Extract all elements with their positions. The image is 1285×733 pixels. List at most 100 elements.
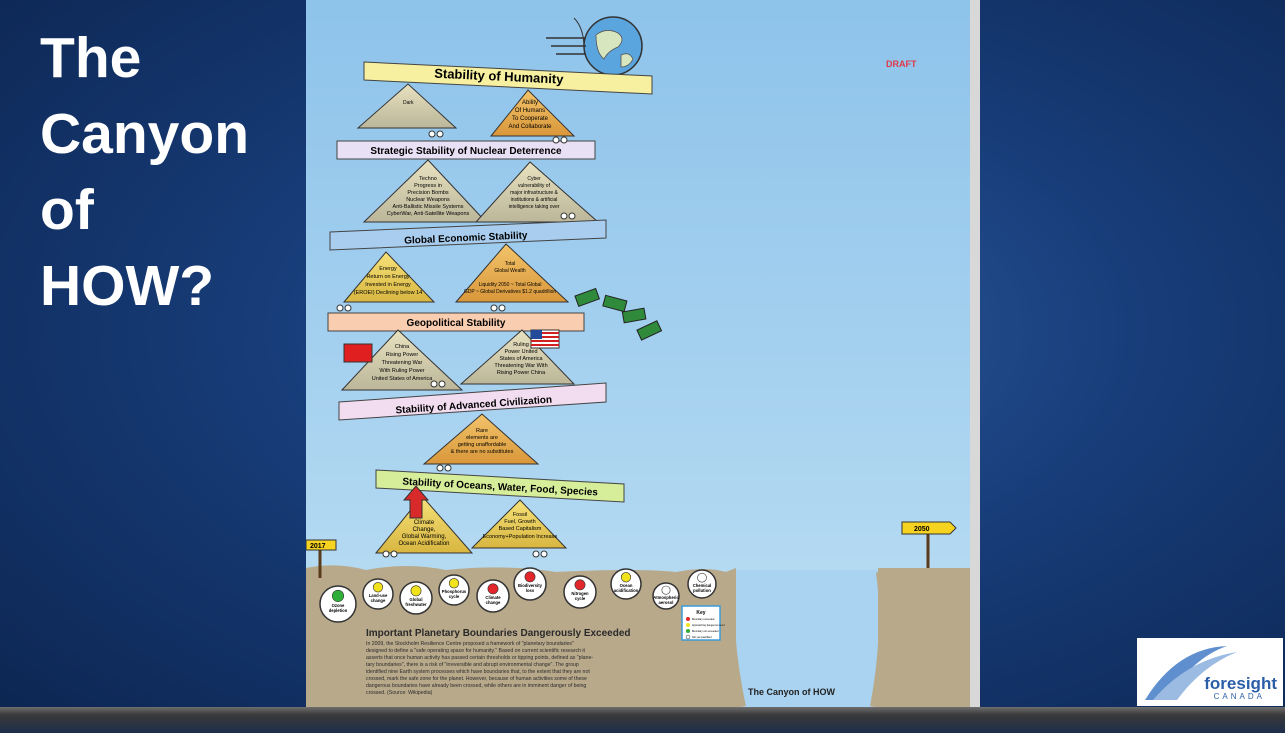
svg-text:crossed, mark the safe zone fo: crossed, mark the safe zone for the plan… (366, 676, 587, 682)
pyramid-techno-progress (362, 159, 488, 223)
band-geopolitical-stability: Geopolitical Stability (327, 312, 585, 332)
pyramid-label: Anti-Ballistic Missile Systems (393, 204, 464, 210)
pyramid-energy-return (342, 251, 436, 303)
pyramid-label: institutions & artificial (511, 197, 558, 203)
poster-caption: The Canyon of HOW (748, 687, 835, 697)
pyramid-label: To Cooperate (512, 116, 549, 122)
pyramid-label: major infrastructure & (510, 190, 558, 196)
signpost-2050: 2050 (901, 521, 957, 568)
pyramid-label: getting unaffordable (458, 442, 507, 448)
slide-title: The Canyon of HOW? (40, 26, 250, 318)
pyramid-label: Ruling (513, 342, 529, 348)
boundary-label: Ocean (620, 583, 633, 588)
svg-text:identified nine Earth system p: identified nine Earth system processes w… (366, 669, 590, 675)
boundary-label: Chemical (693, 583, 712, 588)
boundary-label: Climate (485, 595, 501, 600)
boundary-label: Atmospheric (653, 595, 679, 600)
status-key: Key Boundary exceeded Approaching danger… (681, 605, 725, 641)
svg-text:Approaching dangerous level: Approaching dangerous level (692, 624, 725, 627)
foresight-logo: foresight CANADA (1137, 638, 1283, 706)
logo-name: foresight (1204, 674, 1277, 693)
pyramid-label: Ocean Acidification (398, 541, 449, 547)
svg-text:Global Economic Stability: Global Economic Stability (404, 230, 528, 246)
canyon-floor (736, 570, 878, 707)
pyramid-label: Total (505, 261, 516, 267)
band-nuclear-deterrence: Strategic Stability of Nuclear Deterrenc… (336, 140, 596, 160)
svg-text:Stability of Humanity: Stability of Humanity (434, 66, 565, 87)
boundary-label: cycle (449, 594, 460, 599)
pyramid-label: Progress in (414, 183, 442, 189)
svg-text:Boundary not exceeded: Boundary not exceeded (692, 630, 719, 633)
svg-text:asserts that once human activi: asserts that once human activity has pas… (366, 655, 593, 661)
pyramid-label: Invested in Energy (365, 282, 411, 288)
pyramid-label: Based Capitalism (499, 526, 542, 532)
boundary-label: aerosol (659, 600, 674, 605)
boundary-label: Biodiversity (518, 583, 543, 588)
boundary-label: change (371, 598, 386, 603)
pyramid-label: Rising Power China (497, 370, 546, 376)
pyramid-climate-change (374, 495, 474, 554)
pyramid-label: Energy (379, 266, 397, 272)
svg-text:2017: 2017 (310, 543, 326, 550)
pyramid-label: Power United (504, 349, 537, 355)
pyramid-rare-elements (422, 413, 540, 465)
pyramid-label: States of America (499, 356, 543, 362)
pyramid-label: Change, (413, 527, 436, 533)
pyramid-label: (EROEI) Declining below 14 (354, 290, 422, 296)
boundary-label: Land-use (369, 593, 388, 598)
boundary-label: depletion (329, 608, 348, 613)
svg-text:In 2009, the Stockholm Resilie: In 2009, the Stockholm Resilience Centre… (366, 641, 574, 647)
pyramid-label: GDP ~ Global Derivatives $1.2 quadrillio… (464, 289, 557, 295)
boundary-label: change (486, 600, 501, 605)
svg-text:designed to define a "safe ope: designed to define a "safe operating spa… (366, 648, 586, 654)
pyramid-label: Threatening War (382, 360, 423, 366)
pyramid-cyber-vulnerability (474, 161, 600, 223)
pyramid-label: Rare (476, 428, 488, 434)
svg-text:tary boundaries", there is a r: tary boundaries", there is a risk of "ir… (366, 662, 579, 668)
warming-arrow-icon (402, 485, 430, 519)
boundary-label: Phosphorus (442, 589, 467, 594)
logo-sub: CANADA (1213, 692, 1265, 701)
pyramid-fossil-fuel (470, 499, 568, 549)
pyramid-label: intelligence taking over (509, 204, 560, 210)
pyramid-label: & there are no substitutes (451, 449, 514, 455)
pyramid-label: elements are (466, 435, 498, 441)
pyramid-label: Return on Energy (366, 274, 409, 280)
pyramid-label: China (395, 344, 410, 350)
svg-text:crossed. (Source: Wikipedia): crossed. (Source: Wikipedia) (366, 690, 433, 696)
pyramid-label: Global Wealth (494, 268, 526, 274)
pyramid-label: And Collaborate (508, 124, 552, 130)
pyramid-label: Fossil (513, 512, 527, 518)
pyramid-label-dark: Dark (403, 100, 414, 106)
boundary-label: Ozone (332, 603, 345, 608)
pyramid-label: vulnerability of (518, 183, 551, 189)
boundary-label: cycle (575, 596, 586, 601)
svg-text:Geopolitical Stability: Geopolitical Stability (407, 318, 506, 329)
pyramid-label: Cyber (527, 176, 541, 182)
canyon-poster: DRAFT Stability of Humanity Dark Ability… (306, 0, 970, 707)
svg-text:Key: Key (696, 610, 705, 616)
boundary-label: Global (409, 597, 422, 602)
pyramid-dark (356, 83, 458, 129)
svg-text:dangerous boundaries have alre: dangerous boundaries have already been c… (366, 683, 586, 689)
money-icon (574, 287, 663, 341)
wheels-icon (336, 130, 576, 558)
boundary-label: loss (526, 588, 535, 593)
boundary-label: pollution (693, 588, 711, 593)
boundary-label: Nitrogen (571, 591, 589, 596)
poster-illustration: DRAFT Stability of Humanity Dark Ability… (306, 16, 970, 707)
boundaries-paragraph: In 2009, the Stockholm Resilience Centre… (366, 641, 593, 696)
pyramid-label: Liquidity 2050 ~ Total Global (479, 282, 542, 288)
svg-text:2050: 2050 (914, 526, 930, 533)
draft-label: DRAFT (886, 59, 917, 69)
